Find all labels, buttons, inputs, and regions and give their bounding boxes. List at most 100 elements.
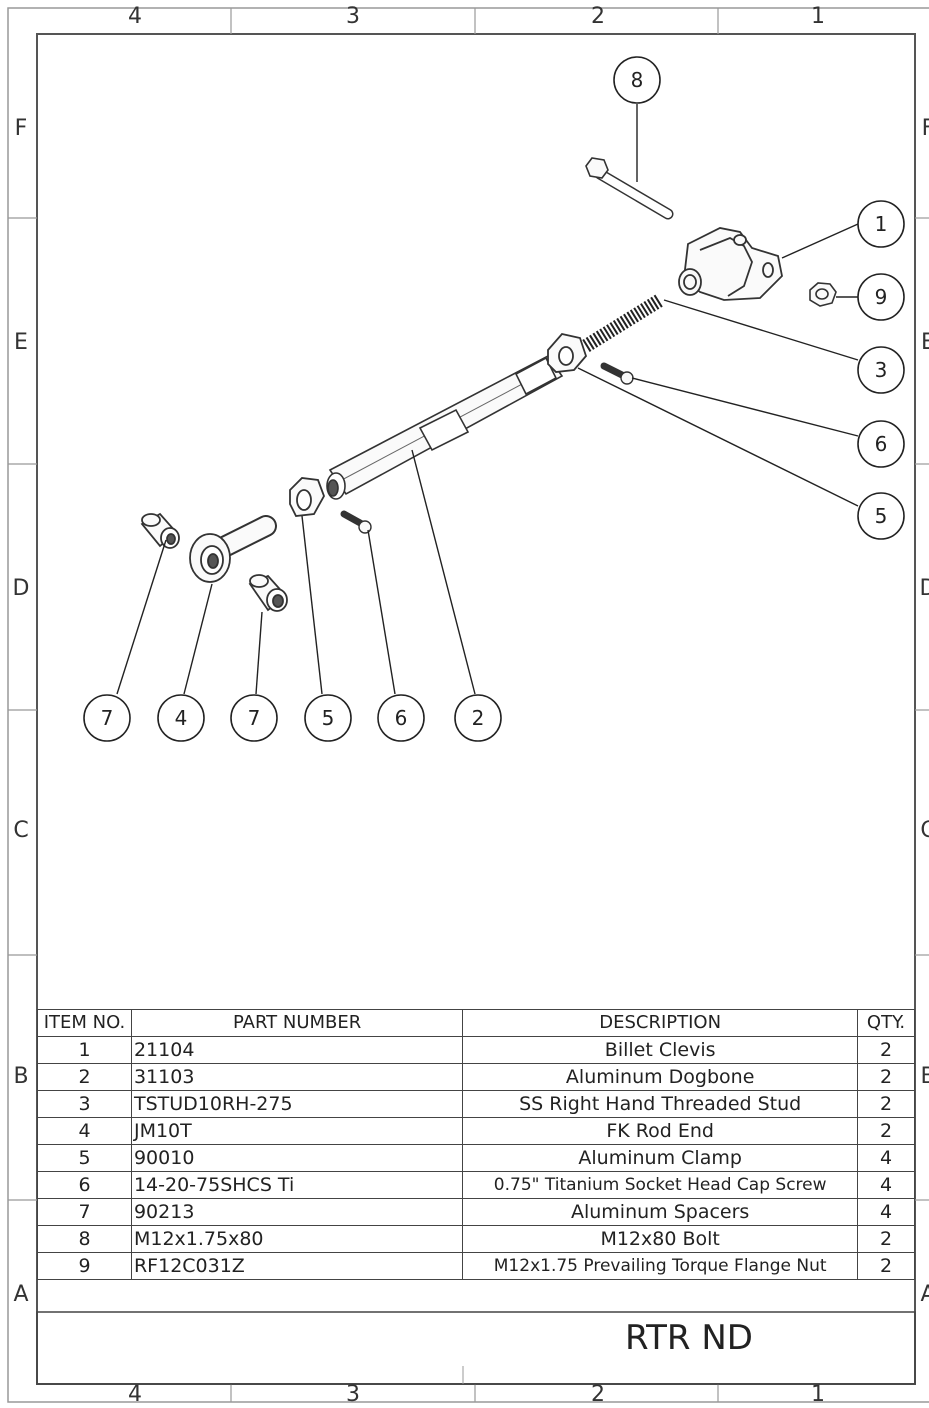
balloon-2: 2 — [472, 706, 485, 730]
zone-row-a-right: A — [920, 1282, 929, 1307]
row-part: M12x1.75x80 — [130, 1225, 464, 1253]
outer-frame — [7, 7, 929, 1403]
row-description: 0.75" Titanium Socket Head Cap Screw — [462, 1171, 859, 1199]
balloon-6-bottom: 6 — [395, 706, 408, 730]
row-description: SS Right Hand Threaded Stud — [462, 1090, 859, 1118]
part-screw-left — [340, 510, 372, 534]
row-part: JM10T — [130, 1117, 464, 1145]
row-qty: 2 — [857, 1117, 915, 1145]
row-part: 90010 — [130, 1144, 464, 1172]
zone-col-3-top: 3 — [346, 4, 360, 29]
balloon-circle — [83, 694, 131, 742]
bom-row: 2 31103 Aluminum Dogbone 2 — [37, 1063, 915, 1091]
row-description: Aluminum Clamp — [462, 1144, 859, 1172]
row-item: 2 — [37, 1063, 132, 1091]
balloon-5-right: 5 — [875, 504, 888, 528]
balloon-circle — [613, 56, 661, 104]
bom-row: 9 RF12C031Z M12x1.75 Prevailing Torque F… — [37, 1252, 915, 1280]
part-clamp-left — [289, 477, 325, 517]
row-description: Aluminum Dogbone — [462, 1063, 859, 1091]
balloon-circle — [230, 694, 278, 742]
row-item: 5 — [37, 1144, 132, 1172]
bom-row: 6 14-20-75SHCS Ti 0.75" Titanium Socket … — [37, 1171, 915, 1199]
zone-col-3-bottom: 3 — [346, 1382, 360, 1407]
row-item: 7 — [37, 1198, 132, 1226]
balloon-circle — [304, 694, 352, 742]
row-item: 6 — [37, 1171, 132, 1199]
zone-row-f-right: F — [921, 116, 929, 141]
part-flange-nut — [809, 282, 837, 307]
row-description: M12x1.75 Prevailing Torque Flange Nut — [462, 1252, 859, 1280]
row-description: Billet Clevis — [462, 1036, 859, 1064]
balloon-circle — [377, 694, 425, 742]
row-item: 4 — [37, 1117, 132, 1145]
part-bolt — [585, 157, 674, 220]
zone-row-d-right: D — [919, 576, 929, 601]
zone-col-4-top: 4 — [128, 4, 142, 29]
row-qty: 2 — [857, 1252, 915, 1280]
row-description: M12x80 Bolt — [462, 1225, 859, 1253]
zone-row-b-right: B — [920, 1064, 929, 1089]
balloon-circle — [857, 420, 905, 468]
part-dogbone — [326, 354, 564, 500]
bom-row: 7 90213 Aluminum Spacers 4 — [37, 1198, 915, 1226]
row-part: TSTUD10RH-275 — [130, 1090, 464, 1118]
zone-col-2-bottom: 2 — [591, 1382, 605, 1407]
row-part: 90213 — [130, 1198, 464, 1226]
balloon-4: 4 — [175, 706, 188, 730]
header-item-no: ITEM NO. — [37, 1009, 132, 1037]
row-qty: 2 — [857, 1063, 915, 1091]
row-qty: 2 — [857, 1036, 915, 1064]
header-qty: QTY. — [857, 1009, 915, 1037]
zone-row-e-left: E — [14, 330, 28, 355]
row-part: 31103 — [130, 1063, 464, 1091]
balloon-7-left: 7 — [101, 706, 114, 730]
balloon-5-bottom: 5 — [322, 706, 335, 730]
row-part: 14-20-75SHCS Ti — [130, 1171, 464, 1199]
leader-lines — [116, 104, 859, 695]
header-description: DESCRIPTION — [462, 1009, 859, 1037]
zone-col-1-bottom: 1 — [811, 1382, 825, 1407]
bom-row: 5 90010 Aluminum Clamp 4 — [37, 1144, 915, 1172]
part-rod-end — [189, 515, 277, 583]
bom-row: 1 21104 Billet Clevis 2 — [37, 1036, 915, 1064]
bom-row: 4 JM10T FK Rod End 2 — [37, 1117, 915, 1145]
part-clamp-right — [547, 333, 588, 373]
balloon-circle — [857, 346, 905, 394]
zone-col-4-bottom: 4 — [128, 1382, 142, 1407]
zone-row-c-left: C — [13, 818, 29, 843]
zone-row-f-left: F — [14, 116, 28, 141]
row-qty: 2 — [857, 1090, 915, 1118]
row-part: RF12C031Z — [130, 1252, 464, 1280]
zone-row-e-right: E — [921, 330, 929, 355]
header-part-number: PART NUMBER — [130, 1009, 464, 1037]
balloon-8: 8 — [631, 68, 644, 92]
zone-ticks — [8, 8, 929, 1402]
row-qty: 4 — [857, 1144, 915, 1172]
row-description: FK Rod End — [462, 1117, 859, 1145]
row-item: 8 — [37, 1225, 132, 1253]
balloon-circle — [857, 200, 905, 248]
bom-row: 8 M12x1.75x80 M12x80 Bolt 2 — [37, 1225, 915, 1253]
row-part: 21104 — [130, 1036, 464, 1064]
zone-row-a-left: A — [13, 1282, 29, 1307]
balloon-circle — [857, 273, 905, 321]
balloon-6-right: 6 — [875, 432, 888, 456]
zone-col-2-top: 2 — [591, 4, 605, 29]
part-spacer-left — [140, 512, 180, 549]
balloons — [83, 56, 905, 742]
part-threaded-stud — [582, 294, 664, 352]
bom-header-row: ITEM NO. PART NUMBER DESCRIPTION QTY. — [37, 1009, 915, 1037]
balloon-3: 3 — [875, 358, 888, 382]
bill-of-materials: ITEM NO. PART NUMBER DESCRIPTION QTY. 1 … — [37, 1009, 915, 1280]
balloon-1: 1 — [875, 212, 888, 236]
zone-col-1-top: 1 — [811, 4, 825, 29]
balloon-7-right: 7 — [248, 706, 261, 730]
balloon-circle — [454, 694, 502, 742]
row-item: 9 — [37, 1252, 132, 1280]
drawing-title: RTR ND — [625, 1318, 753, 1358]
part-billet-clevis — [678, 227, 783, 301]
zone-row-d-left: D — [12, 576, 30, 601]
row-qty: 4 — [857, 1171, 915, 1199]
